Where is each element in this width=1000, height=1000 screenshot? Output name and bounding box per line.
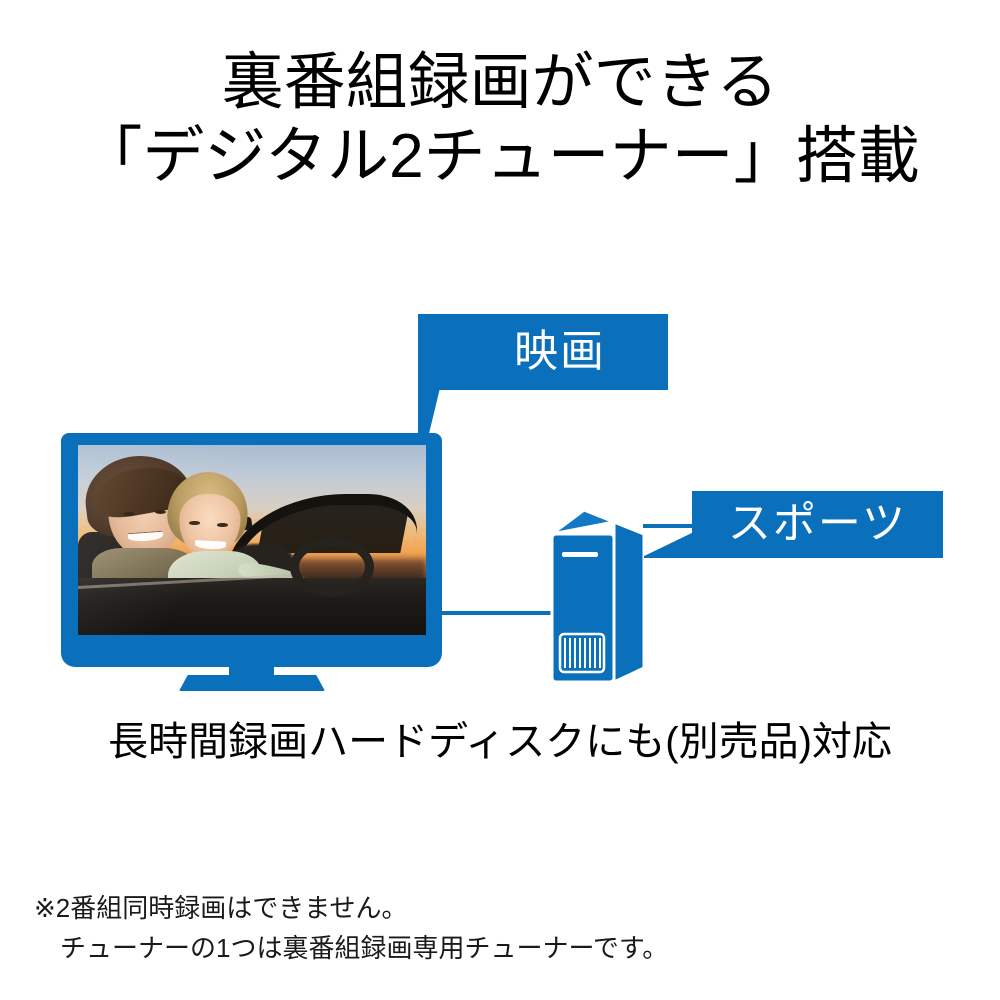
footnote-line-2: チューナーの1つは裏番組録画専用チューナーです。 [60,933,669,963]
footnote: ※2番組同時録画はできません。 チューナーの1つは裏番組録画専用チューナーです。 [34,888,964,968]
speech-bubble-movie-label: 映画 [514,327,606,376]
screen-photo-car-body [78,578,426,635]
footnote-line-1: ※2番組同時録画はできません。 [34,893,408,923]
hdd-disc-slot-icon [562,552,598,557]
tv-frame [61,433,442,667]
speech-bubble-sports-label: スポーツ [727,500,908,548]
screen-photo-steering-wheel [290,537,375,597]
page-title-line-2: 「デジタル2チューナー」搭載 [80,122,920,191]
external-hard-disk-illustration [550,508,644,682]
hdd-vent-slats [564,638,601,668]
speech-bubble-sports: スポーツ [692,491,943,558]
connection-cable-tv-to-recorder [441,611,558,615]
speech-bubble-movie-tail-icon [418,388,440,446]
screen-photo-woman-eye-left [189,521,200,525]
tv-screen [78,445,426,635]
hdd-vent-grille [558,632,606,674]
television-illustration [61,433,442,691]
screen-photo-man-eye-left [123,511,136,516]
page-title-line-1: 裏番組録画ができる [221,48,779,117]
speech-bubble-sports-tail-icon [640,530,698,558]
screen-photo-woman-eye-right [217,522,228,527]
page-title: 裏番組録画ができる 「デジタル2チューナー」搭載 [0,46,1000,194]
hdd-side-panel [612,520,644,682]
speech-bubble-movie: 映画 [418,314,668,390]
tv-stand-base [179,675,325,691]
screen-photo-man-eye-right [154,509,167,514]
connection-cable-recorder-to-bubble [643,524,699,528]
hdd-top-panel [550,508,644,536]
caption-hdd-support: 長時間録画ハードディスクにも(別売品)対応 [108,720,892,764]
